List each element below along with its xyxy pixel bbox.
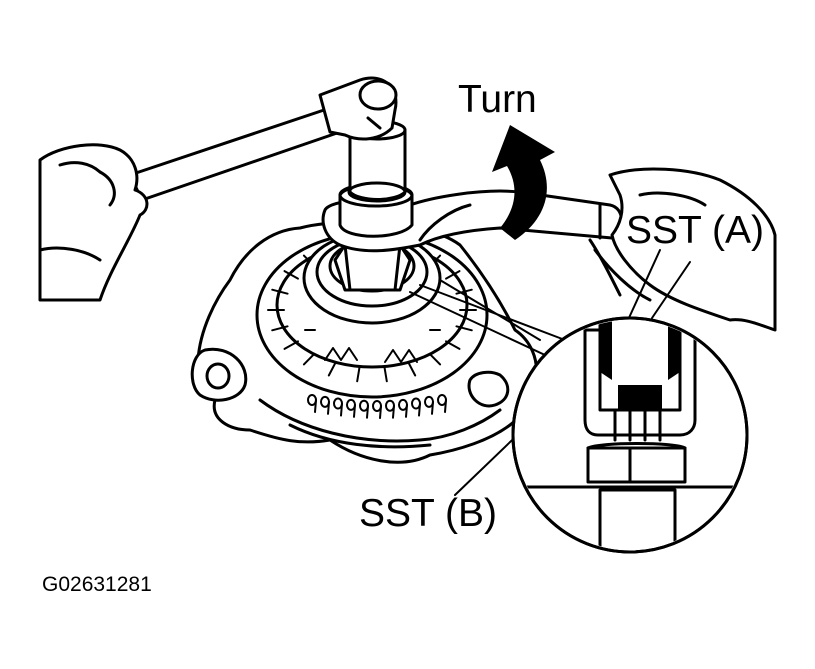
rotor-slot	[383, 366, 388, 383]
coil-tail	[366, 404, 369, 419]
turn-arrow-icon	[492, 125, 555, 240]
rotor-slot	[356, 366, 361, 383]
coil-tail	[353, 403, 356, 418]
rotor-slot	[283, 270, 299, 280]
sst-a-label: SST (A)	[626, 209, 764, 252]
rotor-slot	[455, 288, 473, 295]
rotor-slot	[302, 352, 316, 366]
coil-tail	[379, 405, 382, 419]
coil-tail	[327, 400, 330, 415]
coil-tail	[444, 399, 447, 413]
coil-tail	[340, 402, 343, 417]
right-hand	[588, 167, 777, 332]
rotor-slot	[283, 340, 299, 350]
figure-code: G02631281	[42, 573, 152, 596]
coil-tail	[431, 400, 434, 415]
rotor-slot	[428, 352, 442, 366]
rotor-slot	[271, 288, 289, 295]
detail-magnifier	[511, 316, 749, 554]
coil-tail	[392, 404, 395, 419]
rotor-slot	[445, 270, 461, 280]
sst-b-label: SST (B)	[359, 492, 497, 535]
rotor-slot	[445, 340, 461, 350]
coil-tail	[418, 402, 421, 417]
left-hand	[38, 143, 149, 302]
rotor-slot	[327, 361, 337, 377]
rotor-slot	[271, 325, 289, 332]
coil-tail	[314, 399, 317, 413]
sst-b-socket	[338, 119, 414, 238]
stator-coils	[307, 394, 447, 419]
coil-tail	[405, 403, 408, 418]
turn-label: Turn	[458, 78, 537, 121]
rotor-slot	[407, 361, 417, 377]
rotor-slot	[455, 325, 473, 332]
